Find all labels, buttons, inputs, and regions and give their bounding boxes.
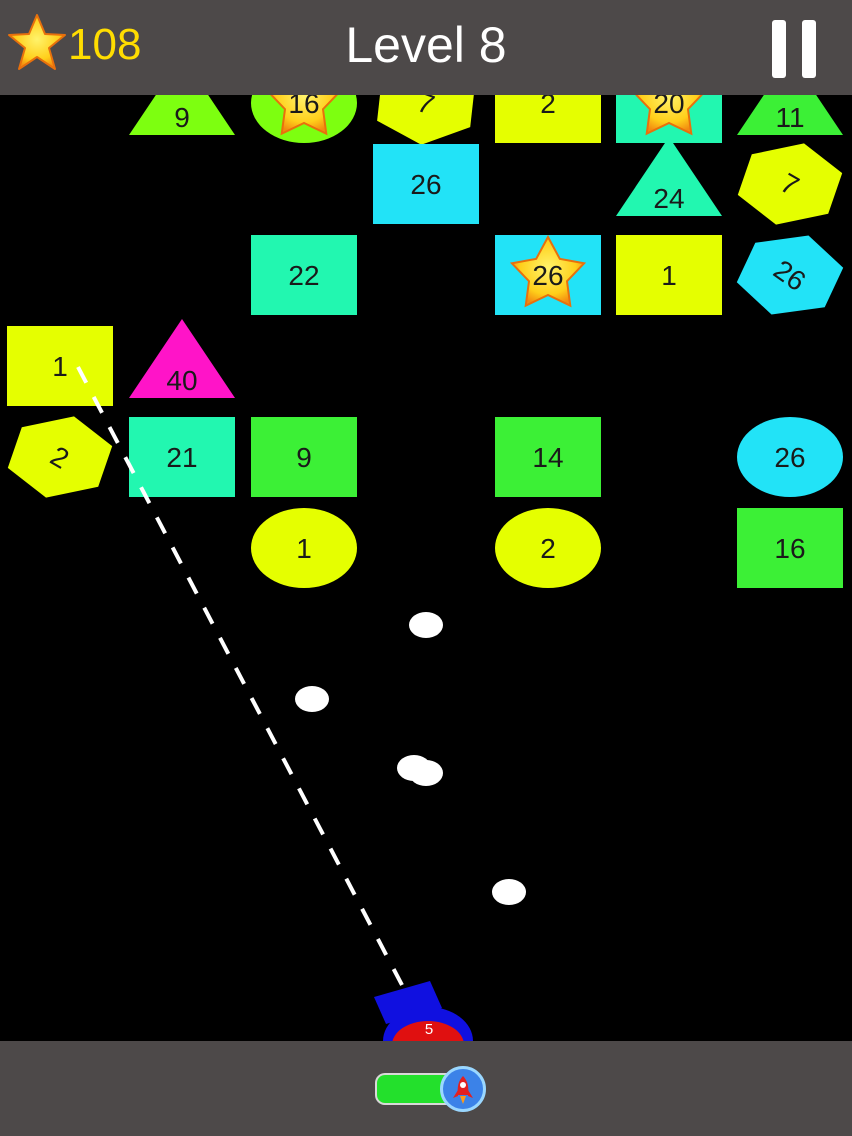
pause-button[interactable] (770, 20, 818, 78)
block-hit-count: 16 (288, 95, 319, 119)
ball-launcher[interactable]: 5 (374, 981, 473, 1041)
score-counter: 108 (68, 20, 142, 69)
block-square: 16 (737, 508, 843, 588)
block-hit-count: 22 (288, 260, 319, 291)
block-square: 26 (373, 144, 479, 224)
block-hit-count: 11 (775, 102, 804, 133)
bonus-star-icon (270, 95, 338, 136)
pause-icon-bar (802, 20, 816, 78)
block-triangle: 24 (616, 137, 722, 216)
launcher-core (392, 1021, 464, 1041)
ball (409, 760, 443, 786)
block-square: 9 (251, 417, 357, 497)
block-hit-count: 1 (661, 260, 677, 291)
block-hit-count: 26 (774, 442, 805, 473)
block-triangle: 9 (129, 95, 235, 135)
star-icon (8, 14, 66, 70)
launcher-ball-count: 5 (425, 1021, 433, 1038)
bonus-star-icon (635, 95, 703, 136)
block-hexagon: 2 (7, 416, 113, 498)
pause-icon (772, 20, 786, 78)
block-hit-count: 9 (174, 102, 190, 133)
ball (409, 612, 443, 638)
block-square: 21 (129, 417, 235, 497)
aim-guide-line (76, 366, 404, 986)
rocket-icon (453, 1076, 473, 1104)
block-hexagon: 7 (377, 95, 474, 145)
block-hit-count: 24 (653, 183, 684, 214)
block-square: 26 (495, 234, 601, 315)
block-hit-count: 1 (52, 351, 68, 382)
top-bar: 108 Level 8 (0, 0, 852, 95)
ball (492, 879, 526, 905)
block-triangle: 40 (129, 319, 235, 398)
block-square: 1 (7, 326, 113, 406)
bottom-bar (0, 1041, 852, 1136)
block-square: 14 (495, 417, 601, 497)
block-circle: 1 (251, 508, 357, 588)
block-circle: 2 (495, 508, 601, 588)
block-hit-count: 14 (532, 442, 563, 473)
block-circle: 16 (251, 95, 357, 143)
block-hexagon: 7 (737, 143, 843, 225)
game-board[interactable]: 9 16 7 2 20 11 26 24 7 22 26 1 26 1 40 2 21 9 14 26 1 2 16 5 (0, 95, 852, 1041)
playfield[interactable]: 9 16 7 2 20 11 26 24 7 22 26 1 26 1 40 2 21 9 14 26 1 2 16 5 (0, 95, 852, 1041)
block-square: 22 (251, 235, 357, 315)
block-hexagon: 26 (736, 235, 844, 315)
block-hit-count: 26 (410, 169, 441, 200)
block-hit-count: 21 (166, 442, 197, 473)
block-hit-count: 40 (166, 365, 197, 396)
block-hit-count: 16 (774, 533, 805, 564)
block-square: 2 (495, 95, 601, 143)
block-square: 20 (616, 95, 722, 143)
block-triangle: 11 (737, 95, 843, 135)
block-hit-count: 1 (296, 533, 312, 564)
block-circle: 26 (737, 417, 843, 497)
block-hit-count: 20 (653, 95, 684, 119)
block-square: 1 (616, 235, 722, 315)
level-title: Level 8 (345, 17, 507, 73)
block-hit-count: 2 (540, 95, 556, 119)
block-hit-count: 26 (532, 260, 563, 291)
block-hit-count: 9 (296, 442, 312, 473)
bonus-star-icon (509, 234, 587, 308)
launcher-barrel (374, 981, 442, 1024)
block-hit-count: 2 (540, 533, 556, 564)
boost-button[interactable] (440, 1066, 486, 1112)
ball (295, 686, 329, 712)
